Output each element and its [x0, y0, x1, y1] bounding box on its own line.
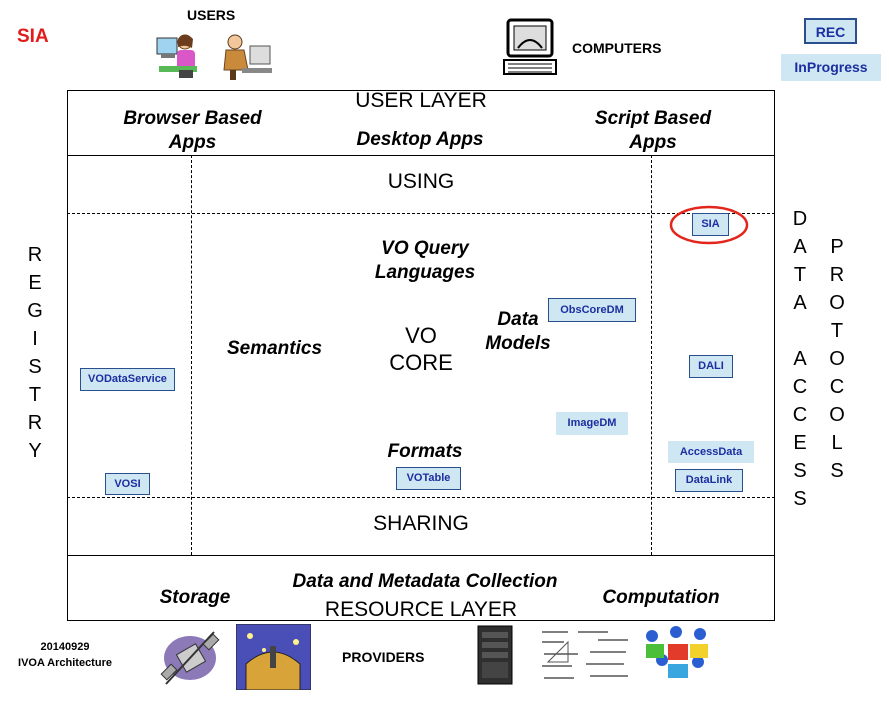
user-woman-icon — [155, 30, 201, 80]
resource-layer-divider — [67, 555, 775, 556]
team-puzzle-icon — [640, 624, 722, 688]
storage-label: Storage — [159, 587, 231, 608]
computers-label: COMPUTERS — [572, 40, 662, 56]
satellite-icon — [156, 624, 226, 690]
desktop-apps-label: Desktop Apps — [356, 129, 484, 150]
vosi-standard: VOSI — [105, 473, 150, 495]
users-label: USERS — [187, 7, 236, 23]
footer-name: IVOA Architecture — [18, 657, 112, 669]
computation-label: Computation — [602, 587, 720, 608]
obscoredm-standard: ObsCoreDM — [548, 298, 636, 322]
diagram-title: SIA — [17, 26, 49, 47]
semantics-label: Semantics — [226, 338, 323, 359]
datalink-standard: DataLink — [675, 469, 743, 492]
providers-label: PROVIDERS — [342, 649, 425, 665]
math-formulas-icon — [538, 626, 633, 686]
vo-core-label: VO CORE — [389, 323, 453, 375]
user-man-icon — [220, 32, 275, 82]
vo-query-label: VO Query Languages — [374, 238, 476, 283]
dali-standard: DALI — [689, 355, 733, 378]
legend-in-progress: InProgress — [781, 54, 881, 81]
core-bottom-dashed — [67, 497, 775, 498]
browser-apps-label: Browser Based Apps — [123, 108, 262, 153]
sia-highlight-ellipse — [669, 205, 749, 245]
footer-date: 20140929 — [40, 641, 90, 653]
left-dashed — [191, 155, 192, 555]
accessdata-standard: AccessData — [668, 441, 754, 463]
right-dashed — [651, 155, 652, 555]
architecture-frame — [67, 90, 775, 621]
core-top-dashed — [67, 213, 775, 214]
votable-standard: VOTable — [396, 467, 461, 490]
imagedm-standard: ImageDM — [556, 412, 628, 435]
user-layer-divider — [67, 155, 775, 156]
script-apps-label: Script Based Apps — [594, 108, 712, 153]
legend-rec: REC — [804, 18, 857, 44]
data-models-label: Data Models — [485, 309, 551, 354]
observatory-icon — [235, 623, 312, 691]
computer-icon — [502, 18, 557, 78]
collection-label: Data and Metadata Collection — [292, 571, 558, 592]
sharing-label: SHARING — [373, 512, 469, 535]
vodataservice-standard: VODataService — [80, 368, 175, 391]
server-icon — [474, 624, 516, 686]
resource-layer-title: RESOURCE LAYER — [324, 598, 518, 621]
using-label: USING — [387, 170, 455, 193]
sia-standard: SIA — [692, 213, 729, 236]
formats-label: Formats — [387, 441, 463, 462]
user-layer-title: USER LAYER — [355, 89, 487, 112]
